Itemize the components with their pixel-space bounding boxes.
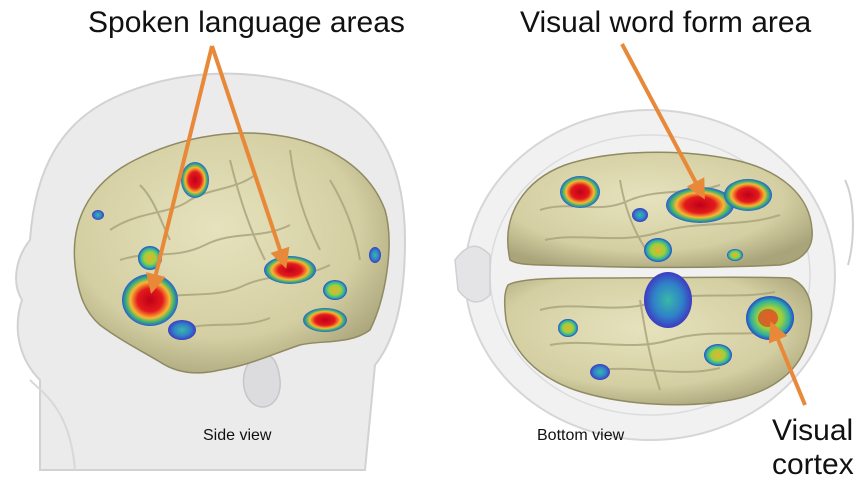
- visual-cortex-label-line2: cortex: [772, 448, 854, 482]
- side-view-brain: [74, 133, 389, 373]
- visual-cortex-label-line1: Visual: [772, 414, 854, 448]
- bottom-view-brain: [505, 152, 813, 404]
- bottom-view-label: Bottom view: [537, 428, 624, 444]
- side-view-label: Side view: [203, 428, 271, 444]
- visual-word-form-area-label: Visual word form area: [520, 8, 811, 38]
- spoken-language-areas-label: Spoken language areas: [88, 8, 405, 38]
- visual-cortex-label: Visual cortex: [772, 414, 854, 482]
